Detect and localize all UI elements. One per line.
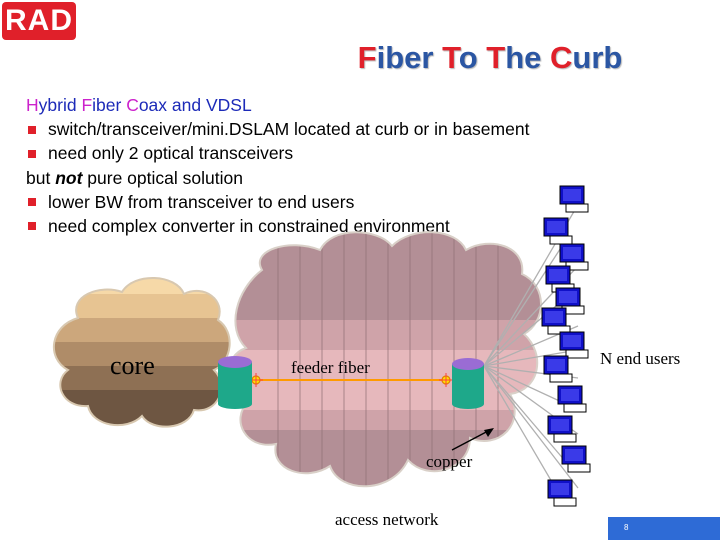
bullet-text: need complex converter in constrained en… <box>48 216 450 237</box>
bullet-item: need complex converter in constrained en… <box>26 214 626 238</box>
bullet-marker <box>28 222 36 231</box>
subtitle-initial: F <box>81 95 93 115</box>
title-part: T <box>486 40 506 75</box>
title-part: F <box>357 40 377 75</box>
title-part: T <box>442 40 459 75</box>
end-user-terminal <box>555 287 585 315</box>
end-user-terminal <box>543 355 573 383</box>
end-users-label: N end users <box>600 349 680 368</box>
subtitle-word: oax and <box>138 95 206 115</box>
title-part: C <box>550 40 573 75</box>
but-line: but not pure optical solution <box>26 166 626 190</box>
bullet-item: lower BW from transceiver to end users <box>26 190 626 214</box>
feeder-fiber-label: feeder fiber <box>291 358 370 377</box>
end-user-terminal <box>541 307 571 335</box>
bullet-item: need only 2 optical transceivers <box>26 141 626 165</box>
title-part: iber <box>376 40 443 75</box>
end-user-terminal <box>561 445 591 473</box>
end-user-terminal <box>559 185 589 213</box>
bullet-marker <box>28 125 36 134</box>
curb-transceiver-node <box>452 358 484 409</box>
core-switch-node <box>218 356 252 409</box>
bullet-text: lower BW from transceiver to end users <box>48 191 355 212</box>
subtitle-word: ybrid <box>38 95 82 115</box>
but-emphasis: not <box>55 167 83 188</box>
bullet-text: need only 2 optical transceivers <box>48 143 294 164</box>
end-user-terminal <box>543 217 573 245</box>
subtitle-word: iber <box>92 95 127 115</box>
page-number: 8 <box>624 523 629 532</box>
bullet-marker <box>28 149 36 158</box>
end-user-terminal <box>547 479 577 507</box>
slide-title: Fiber To The Curb <box>130 40 720 76</box>
core-label: core <box>110 351 155 380</box>
title-part: urb <box>572 40 623 75</box>
end-user-terminal <box>559 331 589 359</box>
subtitle-initial: C <box>126 95 139 115</box>
but-prefix: but <box>26 167 56 188</box>
end-user-terminals <box>541 185 591 507</box>
bullet-text: switch/transceiver/mini.DSLAM located at… <box>48 119 530 140</box>
bullet-item: switch/transceiver/mini.DSLAM located at… <box>26 117 626 141</box>
title-part: o <box>458 40 487 75</box>
subtitle-line: Hybrid Fiber Coax and VDSL <box>26 93 626 117</box>
rad-logo: RAD <box>2 2 76 40</box>
but-suffix: pure optical solution <box>82 167 243 188</box>
slide-text: Hybrid Fiber Coax and VDSL switch/transc… <box>26 93 626 238</box>
access-network-cloud <box>227 231 542 488</box>
title-part: he <box>505 40 550 75</box>
bullet-marker <box>28 198 36 207</box>
end-user-terminal <box>557 385 587 413</box>
access-network-label: access network <box>335 510 439 529</box>
logo-text: RAD <box>5 4 73 37</box>
feeder-fiber-link <box>249 373 453 387</box>
end-user-terminal <box>547 415 577 443</box>
subtitle-initial: H <box>26 95 39 115</box>
copper-arrow <box>451 428 494 451</box>
copper-label: copper <box>426 452 473 471</box>
page-number-box: 8 <box>608 517 720 540</box>
subtitle-word: VDSL <box>205 95 252 115</box>
